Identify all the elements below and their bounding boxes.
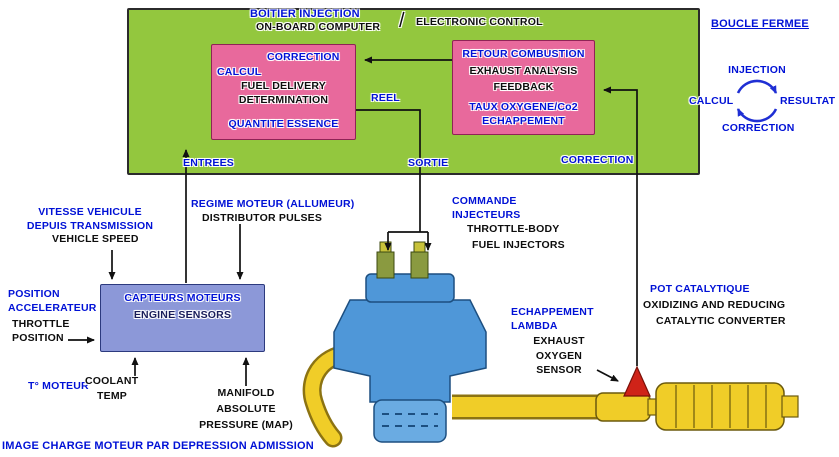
label-loop-injection: INJECTION <box>728 64 786 76</box>
label-line: INJECTEURS <box>452 208 521 221</box>
exhaust-downpipe-illustration <box>302 344 354 448</box>
label-oxidizing-reducing: OXIDIZING AND REDUCING <box>643 299 786 311</box>
label-line: TEMP <box>97 389 127 402</box>
label-echappement-lambda: ECHAPPEMENT LAMBDA <box>511 306 594 333</box>
exhaust-feedback-box <box>452 40 595 135</box>
label-quantite-essence: QUANTITE ESSENCE <box>228 118 339 130</box>
label-commande-injecteurs: COMMANDE INJECTEURS <box>452 195 521 222</box>
label-line: POSITION <box>8 288 60 300</box>
label-line: ACCELERATEUR <box>8 301 97 314</box>
fuel-delivery-box <box>211 44 356 140</box>
label-capteurs-moteurs: CAPTEURS MOTEURS <box>124 292 241 304</box>
label-determination: DETERMINATION <box>238 94 329 106</box>
label-line: EXHAUST <box>533 335 585 347</box>
label-correction-output: CORRECTION <box>561 154 634 166</box>
label-electronic-control: ELECTRONIC CONTROL <box>416 16 543 28</box>
label-fuel-delivery: FUEL DELIVERY <box>241 80 326 92</box>
label-throttle-body-injectors: THROTTLE-BODY FUEL INJECTORS <box>467 222 565 254</box>
label-coolant-temp: COOLANT TEMP <box>85 374 138 403</box>
label-catalytic-converter: CATALYTIC CONVERTER <box>656 315 786 327</box>
label-taux-oxygene: TAUX OXYGENE/Co2 <box>469 101 578 113</box>
label-calcul: CALCUL <box>217 66 262 78</box>
arrow-oxygen-to-feedback <box>603 86 638 366</box>
label-line: MANIFOLD <box>217 387 275 399</box>
label-retour-combustion: RETOUR COMBUSTION <box>462 48 585 60</box>
label-line: DEPUIS TRANSMISSION <box>26 219 154 232</box>
oxygen-sensor-cone <box>623 365 651 397</box>
label-boucle-fermee: BOUCLE FERMEE <box>711 18 809 30</box>
label-loop-calcul: CALCUL <box>689 95 734 107</box>
label-exhaust-oxygen-sensor: EXHAUST OXYGEN SENSOR <box>524 334 594 378</box>
label-line: LAMBDA <box>511 319 558 332</box>
engine-sensors-box <box>100 284 265 352</box>
label-vehicle-speed: VEHICLE SPEED <box>52 233 139 245</box>
label-line: THROTTLE-BODY <box>467 223 560 235</box>
label-line: THROTTLE <box>12 318 70 330</box>
label-distributor-pulses: DISTRIBUTOR PULSES <box>202 212 323 224</box>
label-regime-moteur: REGIME MOTEUR (ALLUMEUR) <box>191 198 355 210</box>
label-reel: REEL <box>371 92 400 104</box>
label-engine-sensors: ENGINE SENSORS <box>133 309 232 321</box>
label-loop-correction: CORRECTION <box>722 122 795 134</box>
label-line: ECHAPPEMENT <box>511 306 594 318</box>
catalytic-converter-illustration <box>595 382 799 431</box>
label-line: FUEL INJECTORS <box>472 238 565 251</box>
label-line: VITESSE VEHICULE <box>38 206 142 218</box>
fuel-injectors-illustration <box>376 241 429 279</box>
engine-illustration <box>333 273 487 443</box>
label-sortie: SORTIE <box>408 157 449 169</box>
label-position-accelerateur: POSITION ACCELERATEUR <box>8 288 97 315</box>
label-line: ABSOLUTE <box>216 402 276 415</box>
label-pot-catalytique: POT CATALYTIQUE <box>650 283 750 295</box>
label-title-slash: / <box>399 10 405 32</box>
label-line: POSITION <box>12 331 64 344</box>
label-map: MANIFOLD ABSOLUTE PRESSURE (MAP) <box>196 386 296 434</box>
label-line: COMMANDE <box>452 195 517 207</box>
label-exhaust-analysis: EXHAUST ANALYSIS <box>469 65 578 77</box>
label-line: COOLANT <box>85 375 139 387</box>
label-throttle-position: THROTTLE POSITION <box>12 318 70 345</box>
connector-arrows <box>68 56 638 386</box>
label-entrees: ENTREES <box>183 157 234 169</box>
closed-loop-arrow-icon <box>736 79 778 123</box>
label-feedback: FEEDBACK <box>493 81 554 93</box>
label-correction-internal: CORRECTION <box>267 51 340 63</box>
label-echappement-taux: ECHAPPEMENT <box>482 115 565 127</box>
label-t-moteur: T° MOTEUR <box>28 380 89 392</box>
label-loop-resultat: RESULTAT <box>780 95 836 107</box>
label-line: OXYGEN <box>535 349 583 362</box>
line-output-to-injectors <box>356 109 421 232</box>
label-line: PRESSURE (MAP) <box>199 418 293 431</box>
label-boitier-injection: BOITIER INJECTION <box>250 8 360 20</box>
arrow-oxygen-sensor-pointer <box>596 369 619 382</box>
label-vitesse-vehicule: VITESSE VEHICULE DEPUIS TRANSMISSION <box>22 206 158 233</box>
label-image-charge: IMAGE CHARGE MOTEUR PAR DEPRESSION ADMIS… <box>2 440 314 452</box>
label-onboard-computer: ON-BOARD COMPUTER <box>256 21 381 33</box>
label-line: SENSOR <box>536 364 582 377</box>
